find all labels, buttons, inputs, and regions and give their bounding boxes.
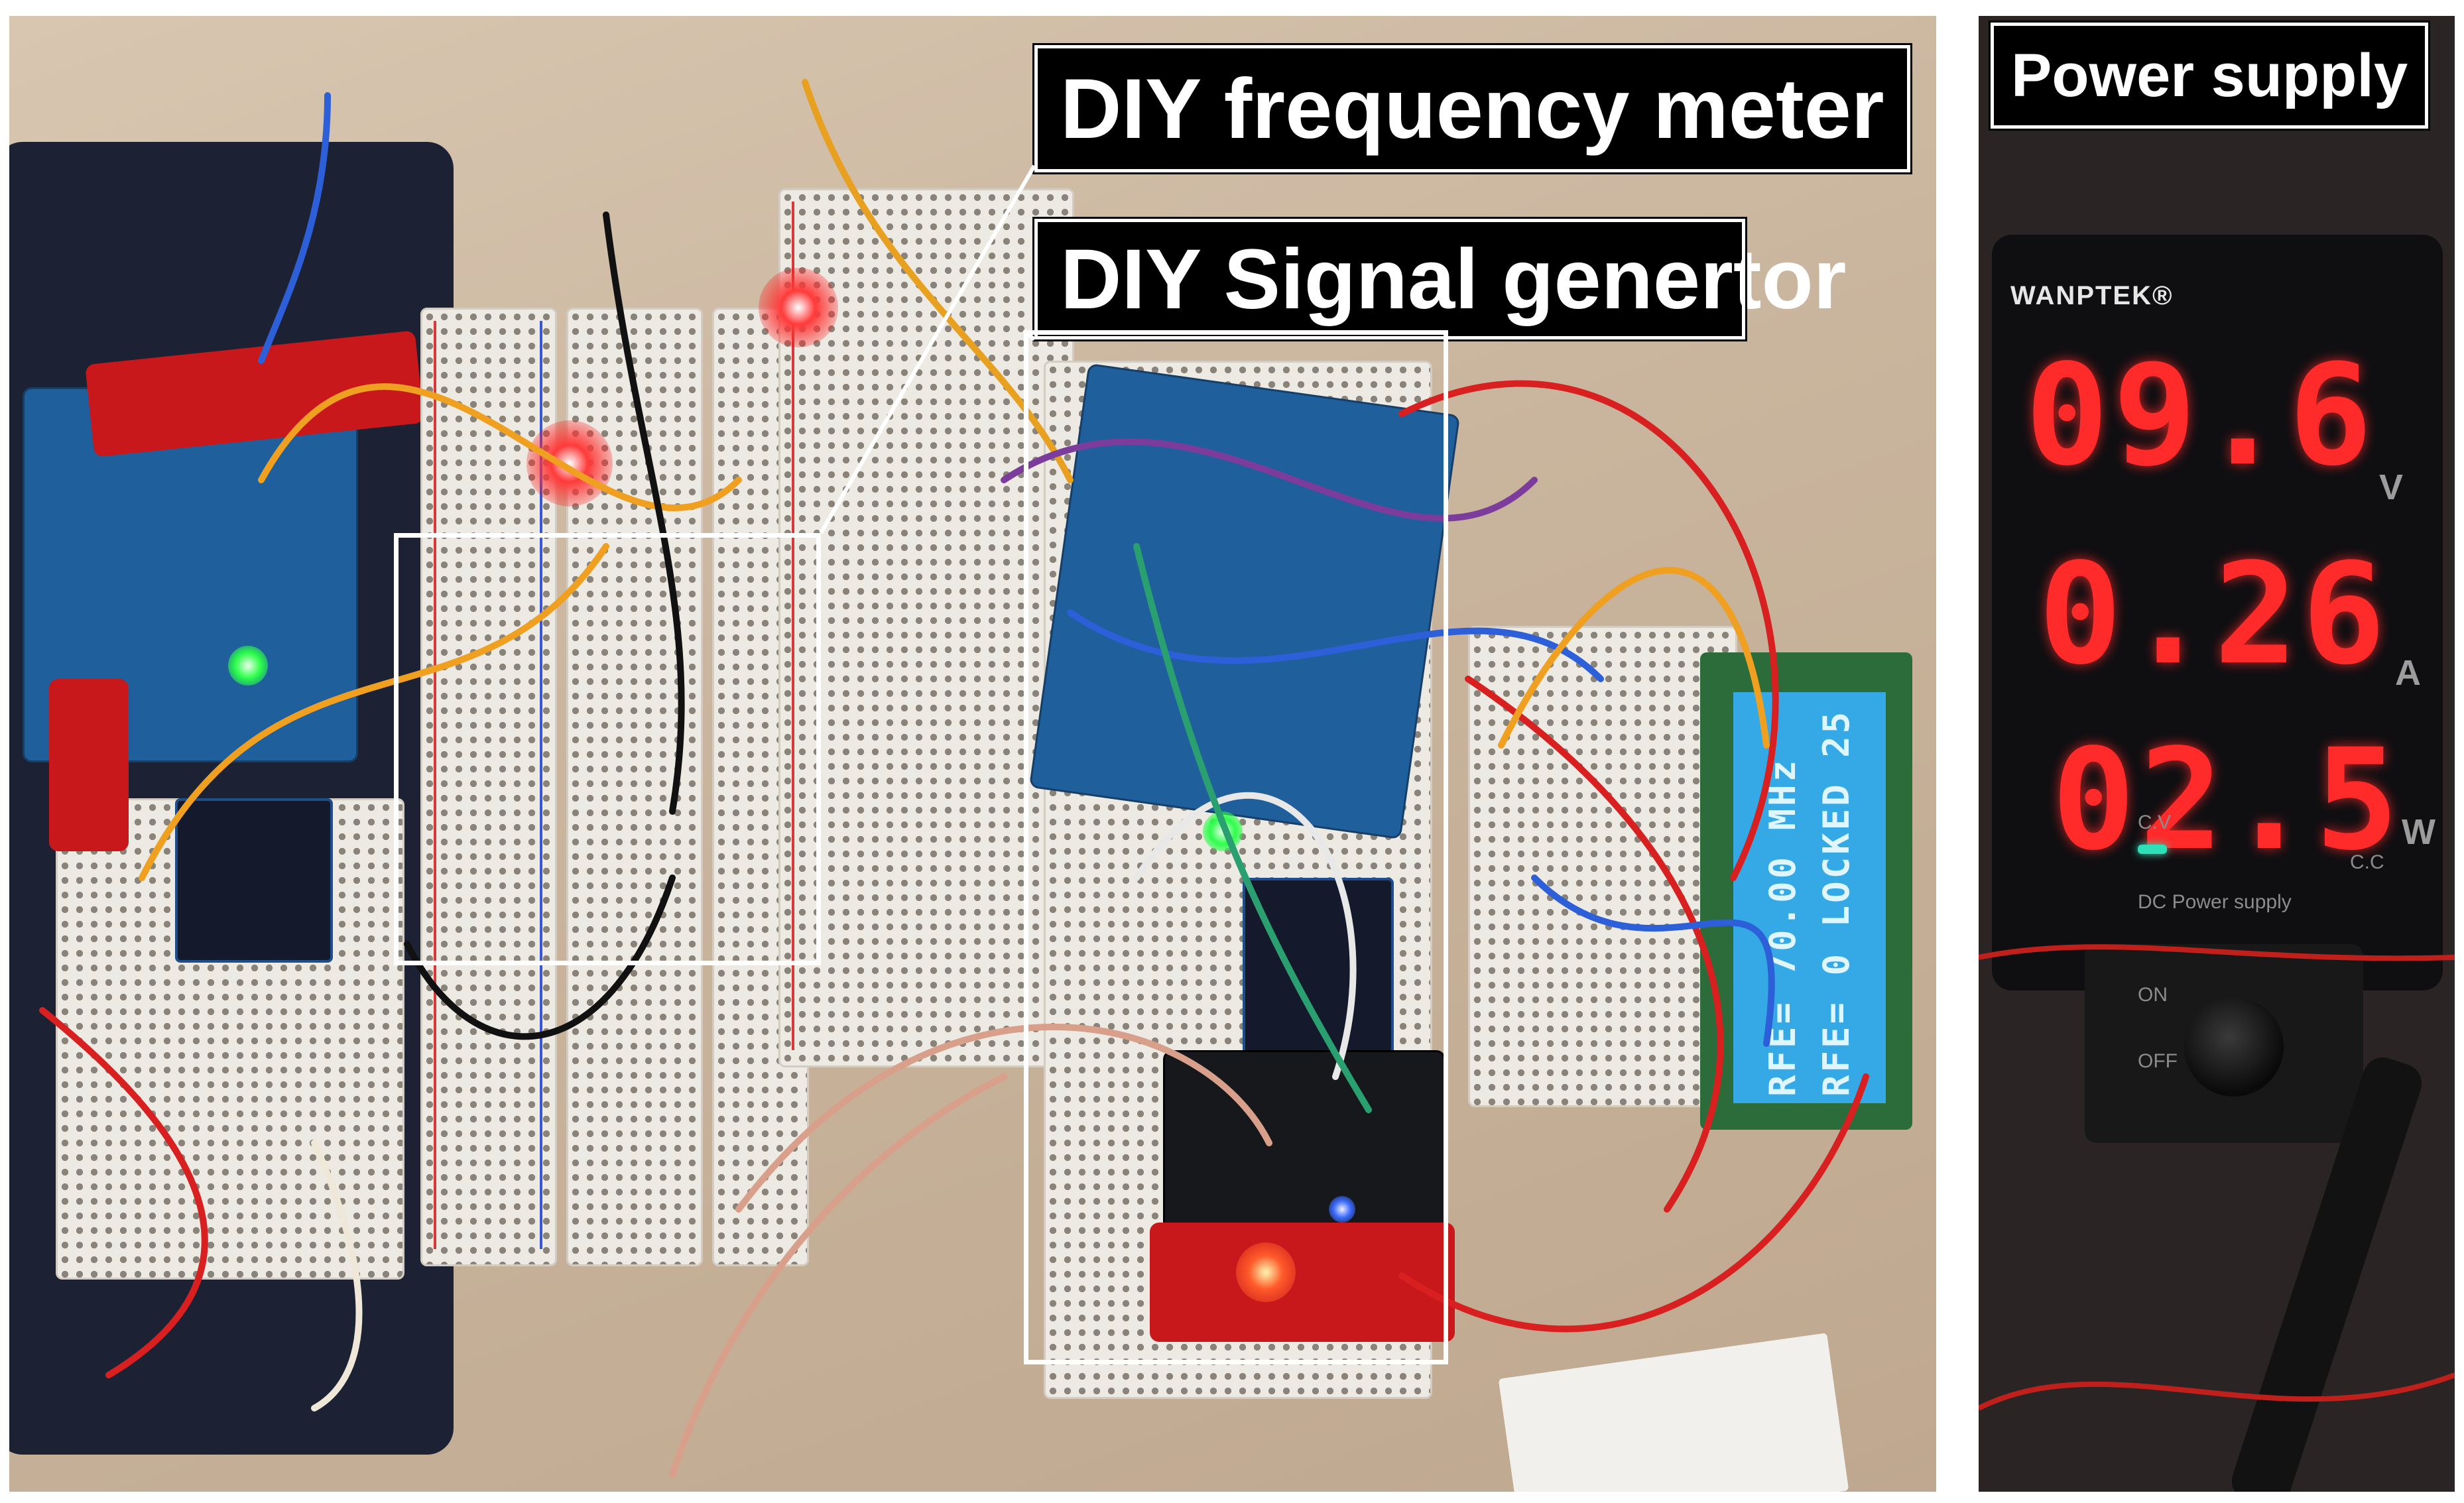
- current-unit: A: [2395, 653, 2421, 693]
- power-display: 02.5: [2052, 719, 2403, 881]
- red-led-glow-2: [759, 268, 838, 347]
- off-label: OFF: [2138, 1050, 2178, 1072]
- current-display: 0.26: [2038, 533, 2390, 695]
- power-supply-photo: WANPTEK® 09.6 V 0.26 A 02.5 W C.V C.C DC…: [1979, 16, 2455, 1492]
- cv-label: C.V: [2138, 812, 2172, 833]
- power-knob: [2184, 997, 2284, 1097]
- red-tape-center: [1150, 1223, 1455, 1342]
- power-supply-unit: [1992, 235, 2443, 991]
- voltage-display: 09.6: [2025, 334, 2376, 497]
- frequency-meter-label: DIY frequency meter: [1032, 43, 1912, 174]
- signal-generator-label: DIY Signal genertor: [1032, 217, 1846, 341]
- power-rail: [434, 321, 436, 1249]
- cv-indicator-led: [2138, 845, 2167, 854]
- oled-display-left: [175, 798, 333, 963]
- breadboard-right: [1468, 626, 1737, 1107]
- red-tape-left-2: [49, 679, 129, 851]
- on-label: ON: [2138, 984, 2168, 1006]
- power-unit: W: [2402, 812, 2435, 852]
- signal-generator-highlight: [1024, 330, 1448, 1364]
- green-led: [228, 646, 268, 686]
- lab-bench-photo: RFE= 70.00 MHz RFE= 0 LOCKED 25: [9, 16, 1936, 1492]
- callout-connector-lines: [819, 164, 1036, 534]
- ground-rail: [540, 321, 542, 1249]
- frequency-meter-highlight: [394, 533, 821, 965]
- psu-brand: WANPTEK®: [2010, 281, 2174, 310]
- voltage-unit: V: [2379, 467, 2404, 507]
- jumper-wires: [39, 79, 1869, 1478]
- blue-led: [1329, 1196, 1355, 1223]
- power-rail: [792, 202, 794, 1050]
- red-led-glow: [526, 420, 613, 507]
- red-led-tape: [1236, 1242, 1296, 1302]
- arduino-left: [23, 387, 358, 762]
- psu-model-text: DC Power supply: [2138, 891, 2292, 913]
- cc-label: C.C: [2350, 851, 2384, 873]
- supply-wires: [1979, 944, 2455, 1411]
- power-supply-label: Power supply: [1988, 21, 2431, 131]
